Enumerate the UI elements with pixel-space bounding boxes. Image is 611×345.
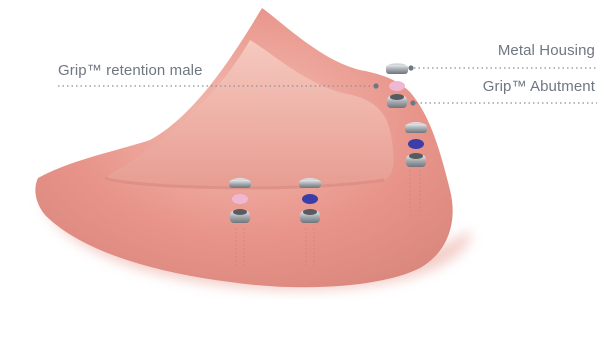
label-grip-retention-male: Grip™ retention male	[58, 62, 203, 79]
label-metal-housing: Metal Housing	[498, 42, 595, 59]
implant-assembly-4	[405, 122, 427, 167]
leader-dot-metal-housing	[408, 65, 413, 70]
leader-dot-grip-abutment	[410, 100, 415, 105]
implant-assembly-3	[386, 63, 408, 108]
leader-dot-grip-male	[373, 83, 378, 88]
label-grip-abutment: Grip™ Abutment	[483, 78, 595, 95]
